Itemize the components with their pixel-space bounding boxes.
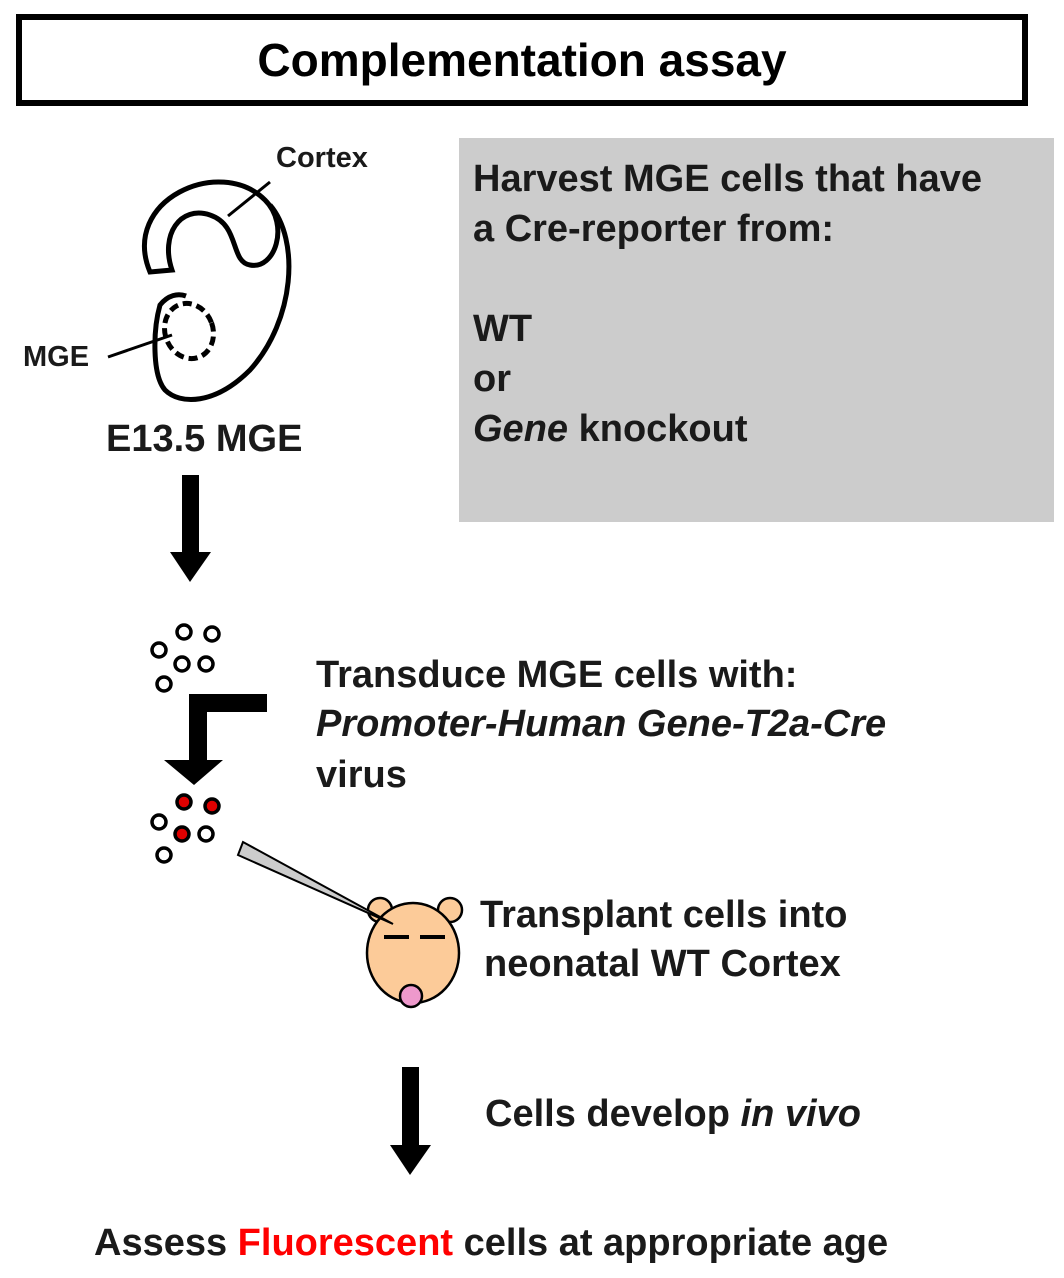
- harvest-option-wt: WT: [473, 308, 533, 350]
- assess-highlight: Fluorescent: [237, 1222, 454, 1264]
- injection-needle: [236, 840, 394, 925]
- cell-transduced: [173, 825, 191, 843]
- cell-transduced: [175, 793, 193, 811]
- develop-text: Cells develop in vivo: [485, 1093, 861, 1136]
- transplant-line-2: neonatal WT Cortex: [484, 943, 841, 985]
- cell: [175, 623, 193, 641]
- arrow-down-1-head: [170, 552, 211, 582]
- cell: [150, 641, 168, 659]
- cortex-leader-line: [227, 180, 271, 218]
- develop-italic: in vivo: [740, 1093, 861, 1135]
- cell: [197, 655, 215, 673]
- harvest-or: or: [473, 358, 511, 400]
- brain-hemisphere-outline: [152, 203, 292, 402]
- arrow-down-1-shaft: [182, 475, 199, 552]
- cortex-crescent: [141, 179, 281, 275]
- gene-italic: Gene: [473, 408, 569, 450]
- title: Complementation assay: [257, 34, 787, 86]
- assess-after: cells at appropriate age: [453, 1222, 889, 1264]
- mge-label: MGE: [23, 341, 90, 373]
- assess-before: Assess: [94, 1222, 238, 1264]
- harvest-line-1: Harvest MGE cells that have: [473, 158, 982, 200]
- title-box: Complementation assay: [16, 14, 1028, 106]
- arrow-down-2-head: [390, 1145, 431, 1175]
- cortex-label: Cortex: [276, 142, 368, 174]
- transplant-line-1: Transplant cells into: [480, 894, 848, 936]
- cell-cluster-1: [150, 623, 221, 693]
- transduce-line-1: Transduce MGE cells with:: [316, 654, 798, 696]
- cell: [203, 625, 221, 643]
- brain-caption: E13.5 MGE: [106, 418, 303, 460]
- transduce-construct: Promoter-Human Gene-T2a-Cre: [316, 703, 887, 745]
- neonatal-mouse-head: [365, 896, 464, 1009]
- mge-dashed-ellipse: [161, 300, 217, 362]
- develop-plain: Cells develop: [485, 1093, 741, 1135]
- cell: [155, 846, 173, 864]
- cell-transduced: [203, 797, 221, 815]
- assess-text: Assess Fluorescent cells at appropriate …: [94, 1222, 888, 1265]
- knockout-text: knockout: [568, 408, 748, 450]
- cell: [150, 813, 168, 831]
- cell-cluster-2: [150, 793, 221, 864]
- cell: [197, 825, 215, 843]
- bent-arrow-shaft: [189, 694, 267, 760]
- bent-arrow-head: [164, 760, 223, 785]
- mouse-nose: [398, 983, 424, 1009]
- harvest-line-2: a Cre-reporter from:: [473, 208, 835, 250]
- mge-leader-line: [107, 333, 173, 359]
- arrow-down-2-shaft: [402, 1067, 419, 1145]
- cell: [155, 675, 173, 693]
- cell: [173, 655, 191, 673]
- harvest-option-knockout: Gene knockout: [473, 408, 748, 451]
- transduce-line-3: virus: [316, 754, 407, 796]
- harvest-box: Harvest MGE cells that have a Cre-report…: [459, 138, 1054, 522]
